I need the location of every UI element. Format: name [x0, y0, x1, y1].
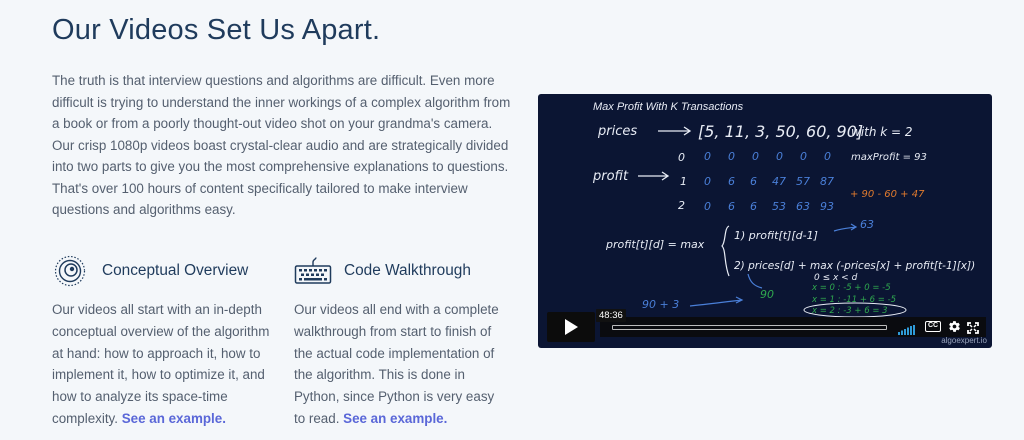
- table-cell: 0: [800, 150, 807, 163]
- arrow-icon: [833, 223, 858, 232]
- feature-description: Our videos all end with a complete walkt…: [294, 299, 509, 430]
- volume-icon[interactable]: [898, 322, 916, 340]
- profit-label: profit: [592, 169, 629, 184]
- captions-button[interactable]: CC: [925, 321, 941, 332]
- table-cell: 93: [820, 200, 834, 213]
- feature-conceptual-overview: Conceptual Overview Our videos all start…: [52, 255, 277, 430]
- play-button[interactable]: [547, 312, 595, 342]
- table-cell: 53: [772, 200, 786, 213]
- feature-description-text: Our videos all end with a complete walkt…: [294, 302, 499, 426]
- table-cell: 0: [752, 150, 759, 163]
- table-cell: 6: [728, 175, 735, 188]
- table-cell: 6: [728, 200, 735, 213]
- arrow-icon: [747, 273, 763, 289]
- side-calculation: + 90 - 60 + 47: [850, 189, 925, 200]
- brace-icon: [721, 225, 730, 277]
- concentric-circles-icon: [52, 255, 90, 287]
- progress-bar[interactable]: [612, 325, 887, 330]
- max-profit-note: maxProfit = 93: [851, 152, 927, 163]
- table-cell: 0: [704, 175, 711, 188]
- play-icon: [565, 319, 578, 335]
- table-cell: 0: [728, 150, 735, 163]
- whiteboard-frame: prices [5, 11, 3, 50, 60, 90] with k = 2…: [592, 122, 975, 318]
- table-cell: 6: [750, 200, 757, 213]
- video-timestamp: 48:36: [596, 309, 626, 322]
- feature-title: Conceptual Overview: [102, 262, 249, 279]
- table-cell: 87: [820, 175, 834, 188]
- value-90: 90: [760, 288, 774, 301]
- table-cell: 0: [704, 150, 711, 163]
- formula-case-2: 2) prices[d] + max (-prices[x] + profit[…: [734, 260, 975, 272]
- table-cell: 57: [796, 175, 810, 188]
- video-player[interactable]: prices [5, 11, 3, 50, 60, 90] with k = 2…: [538, 94, 992, 348]
- table-cell: 63: [796, 200, 810, 213]
- see-example-link[interactable]: See an example.: [343, 410, 448, 426]
- arrow-icon: [658, 126, 692, 136]
- calc-line: x = 0 : -5 + 0 = -5: [811, 283, 891, 293]
- row-index: 0: [678, 151, 685, 164]
- calc-line: x = 2 : -3 + 6 = 3: [811, 306, 888, 316]
- see-example-link[interactable]: See an example.: [121, 410, 226, 426]
- arrow-icon: [638, 171, 670, 181]
- table-cell: 6: [750, 175, 757, 188]
- with-k-label: with k = 2: [851, 125, 913, 139]
- table-cell: 47: [772, 175, 786, 188]
- watermark: algoexpert.io: [941, 336, 987, 345]
- range-note: 0 ≤ x < d: [814, 273, 858, 283]
- video-controls: CC: [600, 317, 986, 337]
- value-90-plus-3: 90 + 3: [642, 298, 679, 311]
- section-title: Our Videos Set Us Apart.: [52, 14, 381, 46]
- prices-values: [5, 11, 3, 50, 60, 90]: [698, 122, 863, 141]
- arrow-icon: [689, 296, 744, 307]
- feature-description-text: Our videos all start with an in-depth co…: [52, 302, 270, 426]
- table-cell: 0: [704, 200, 711, 213]
- intro-paragraph: The truth is that interview questions an…: [52, 73, 511, 217]
- formula-case-1: 1) profit[t][d-1]: [734, 229, 818, 242]
- feature-code-walkthrough: Code Walkthrough Our videos all end with…: [294, 255, 509, 430]
- table-cell: 0: [824, 150, 831, 163]
- feature-description: Our videos all start with an in-depth co…: [52, 299, 277, 430]
- feature-title: Code Walkthrough: [344, 262, 471, 279]
- table-cell: 0: [776, 150, 783, 163]
- feature-header: Conceptual Overview: [52, 255, 277, 287]
- row-index: 2: [678, 199, 685, 212]
- gear-icon[interactable]: [948, 320, 961, 338]
- formula-lhs: profit[t][d] = max: [605, 238, 705, 251]
- row-index: 1: [680, 175, 687, 188]
- calc-line: x = 1 : -11 + 6 = -5: [811, 295, 896, 305]
- video-title: Max Profit With K Transactions: [593, 101, 744, 113]
- prices-label: prices: [597, 124, 637, 139]
- case-1-result: 63: [860, 218, 874, 231]
- fullscreen-icon[interactable]: [967, 321, 979, 339]
- feature-header: Code Walkthrough: [294, 255, 509, 287]
- keyboard-icon: [294, 255, 332, 287]
